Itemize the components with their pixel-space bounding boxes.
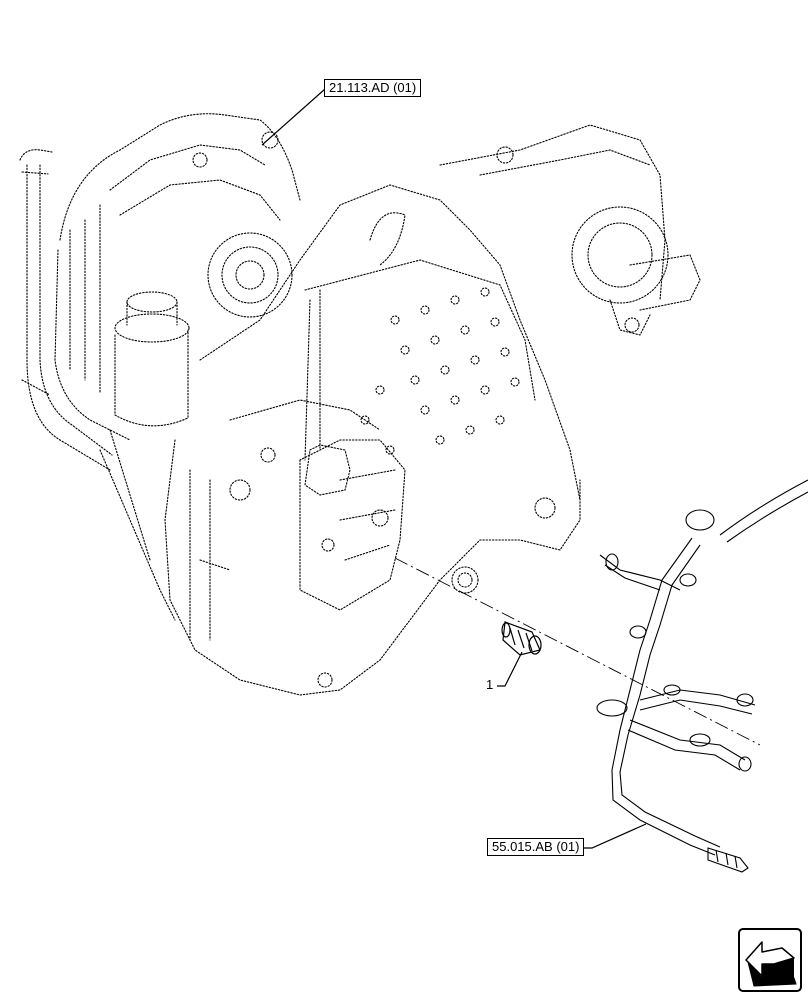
back-navigation-button[interactable] xyxy=(738,928,802,992)
pressure-switch-part xyxy=(501,621,542,656)
leader-bottom xyxy=(583,823,647,849)
reference-callout-bottom[interactable]: 55.015.AB (01) xyxy=(487,838,585,856)
back-arrow-icon xyxy=(745,941,797,987)
leader-part-1 xyxy=(497,651,523,687)
item-number-1: 1 xyxy=(486,677,494,692)
wiring-harness xyxy=(596,479,808,873)
center-line xyxy=(394,557,761,746)
leader-top xyxy=(261,88,326,146)
transmission-housing xyxy=(19,113,701,696)
reference-callout-top[interactable]: 21.113.AD (01) xyxy=(324,79,422,97)
